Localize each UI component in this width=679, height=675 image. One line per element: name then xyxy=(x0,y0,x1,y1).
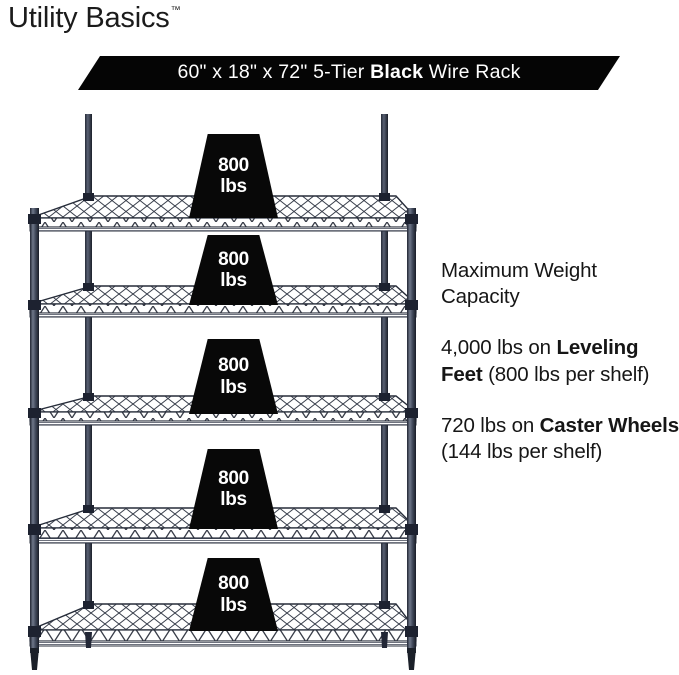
capacity-heading-line2: Capacity xyxy=(441,285,520,309)
brand-name: Utility Basics xyxy=(8,2,170,34)
leveling-feet xyxy=(30,632,416,670)
badge-unit: lbs xyxy=(220,594,247,616)
badge-unit: lbs xyxy=(220,376,247,398)
leveling-detail: (800 lbs per shelf) xyxy=(482,362,650,386)
badge-number: 800 xyxy=(218,573,249,595)
brand-logo: Utility Basics™ xyxy=(8,2,181,35)
post-collars xyxy=(28,193,418,637)
front-posts xyxy=(30,208,416,653)
rear-posts xyxy=(85,114,388,634)
leveling-feet-capacity: 4,000 lbs on Leveling Feet (800 lbs per … xyxy=(441,335,679,387)
caster-detail: (144 lbs per shelf) xyxy=(441,440,603,464)
banner-tiers: 5-Tier xyxy=(313,60,365,83)
badge-number: 800 xyxy=(218,248,249,270)
banner-product: Wire Rack xyxy=(428,60,521,83)
badge-unit: lbs xyxy=(220,489,247,510)
capacity-heading: Maximum Weight Capacity xyxy=(441,258,679,310)
badge-number: 800 xyxy=(218,355,249,377)
product-title-banner: 60" x 18" x 72" 5-Tier Black Wire Rack xyxy=(78,56,620,90)
banner-color-word: Black xyxy=(370,60,424,83)
badge-unit: lbs xyxy=(220,176,247,197)
leveling-emphasis: Leveling Feet xyxy=(441,336,639,386)
badge-unit: lbs xyxy=(220,270,247,291)
capacity-text-block: Maximum Weight Capacity 4,000 lbs on Lev… xyxy=(441,258,679,465)
capacity-heading-line1: Maximum Weight xyxy=(441,259,597,282)
leveling-total: 4,000 lbs on xyxy=(441,336,557,360)
badge-number: 800 xyxy=(218,154,249,176)
product-title-text: 60" x 18" x 72" 5-Tier Black Wire Rack xyxy=(177,63,520,83)
caster-total: 720 lbs on xyxy=(441,413,540,437)
banner-dimensions: 60" x 18" x 72" xyxy=(177,60,308,83)
trademark-symbol: ™ xyxy=(170,5,181,17)
caster-emphasis: Caster Wheels xyxy=(539,413,679,437)
badge-number: 800 xyxy=(218,467,249,489)
caster-wheels-capacity: 720 lbs on Caster Wheels (144 lbs per sh… xyxy=(441,413,679,465)
